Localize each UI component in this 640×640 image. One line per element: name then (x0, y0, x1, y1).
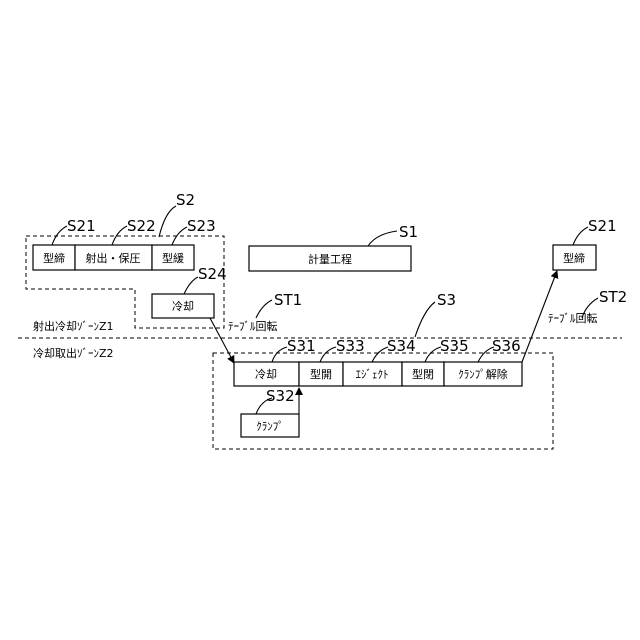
leader-s33 (320, 347, 336, 362)
zone-label-z2: 冷却取出ｿﾞｰﾝZ2 (33, 346, 114, 360)
label-s35: S35 (440, 337, 469, 355)
label-s22: S22 (127, 217, 156, 235)
label-s2: S2 (176, 191, 195, 209)
leader-s1 (368, 231, 397, 246)
text-eject: ｴｼﾞｪｸﾄ (356, 368, 389, 381)
text-kataburi: 型緩 (162, 251, 184, 265)
label-s21-right: S21 (588, 217, 617, 235)
text-katajime: 型締 (43, 251, 65, 265)
label-s32: S32 (266, 387, 295, 405)
leader-s21-right (573, 227, 588, 245)
leader-s2 (159, 206, 176, 237)
leader-s24 (184, 277, 198, 294)
leader-st1 (256, 300, 272, 318)
text-clamp: ｸﾗﾝﾌﾟ (256, 420, 284, 433)
text-reikyaku: 冷却 (172, 300, 194, 313)
zone-label-z1: 射出冷却ｿﾞｰﾝZ1 (33, 319, 114, 333)
leader-s31 (272, 347, 287, 362)
label-s34: S34 (387, 337, 416, 355)
leader-s35 (425, 347, 441, 362)
text-katatoji: 型閉 (412, 367, 434, 381)
leader-s34 (372, 347, 388, 362)
text-reikyaku-z2: 冷却 (255, 368, 277, 381)
label-s33: S33 (336, 337, 365, 355)
text-katajime-right: 型締 (563, 251, 585, 265)
label-s36: S36 (492, 337, 521, 355)
label-s23: S23 (187, 217, 216, 235)
label-st2: ST2 (599, 288, 627, 306)
label-st1: ST1 (274, 291, 302, 309)
label-s21: S21 (67, 217, 96, 235)
text-clamp-release: ｸﾗﾝﾌﾟ解除 (458, 367, 508, 381)
label-s3: S3 (437, 291, 456, 309)
label-s1: S1 (399, 223, 418, 241)
label-s24: S24 (198, 265, 227, 283)
text-shashutsu-hoatsu: 射出・保圧 (86, 251, 141, 265)
text-katahiraki: 型開 (310, 367, 332, 381)
label-s31: S31 (287, 337, 316, 355)
text-keiryo: 計量工程 (308, 252, 352, 266)
leader-s3 (415, 302, 435, 337)
table-rotation-label-1: ﾃｰﾌﾞﾙ回転 (228, 320, 278, 333)
table-rotation-label-2: ﾃｰﾌﾞﾙ回転 (548, 312, 598, 325)
